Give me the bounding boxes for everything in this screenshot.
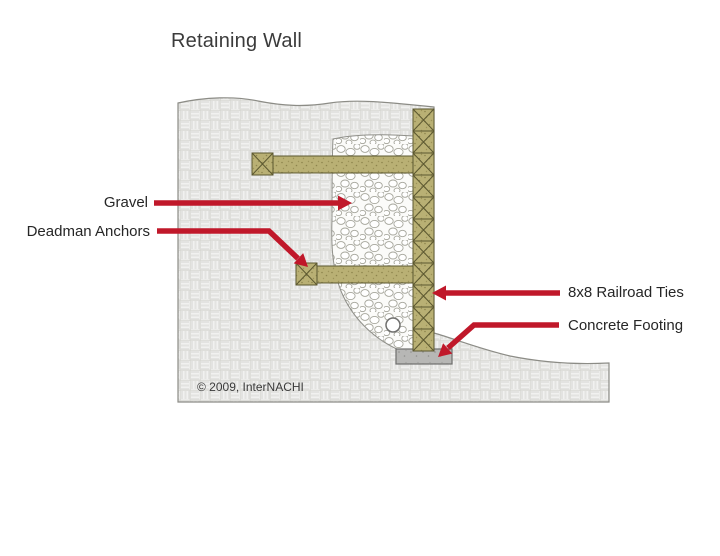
deadman-anchor-upper: [251, 152, 414, 176]
deadman-anchors-arrow: [157, 228, 308, 267]
label-concrete-footing: Concrete Footing: [568, 317, 684, 334]
railroad-ties-arrow: [432, 285, 560, 301]
label-gravel: Gravel: [103, 194, 148, 211]
label-railroad-ties: 8x8 Railroad Ties: [568, 284, 684, 301]
page-title: Retaining Wall: [171, 30, 303, 52]
copyright-notice: © 2009, InterNACHI: [197, 380, 304, 394]
gravel-arrow: [154, 195, 352, 211]
concrete-footing-arrow: [438, 322, 559, 357]
railroad-tie-wall: [412, 108, 435, 352]
label-deadman-anchors: Deadman Anchors: [26, 223, 150, 240]
gravel-backfill: [331, 134, 414, 351]
drain-pipe: [385, 317, 401, 333]
deadman-anchor-lower: [295, 262, 414, 286]
